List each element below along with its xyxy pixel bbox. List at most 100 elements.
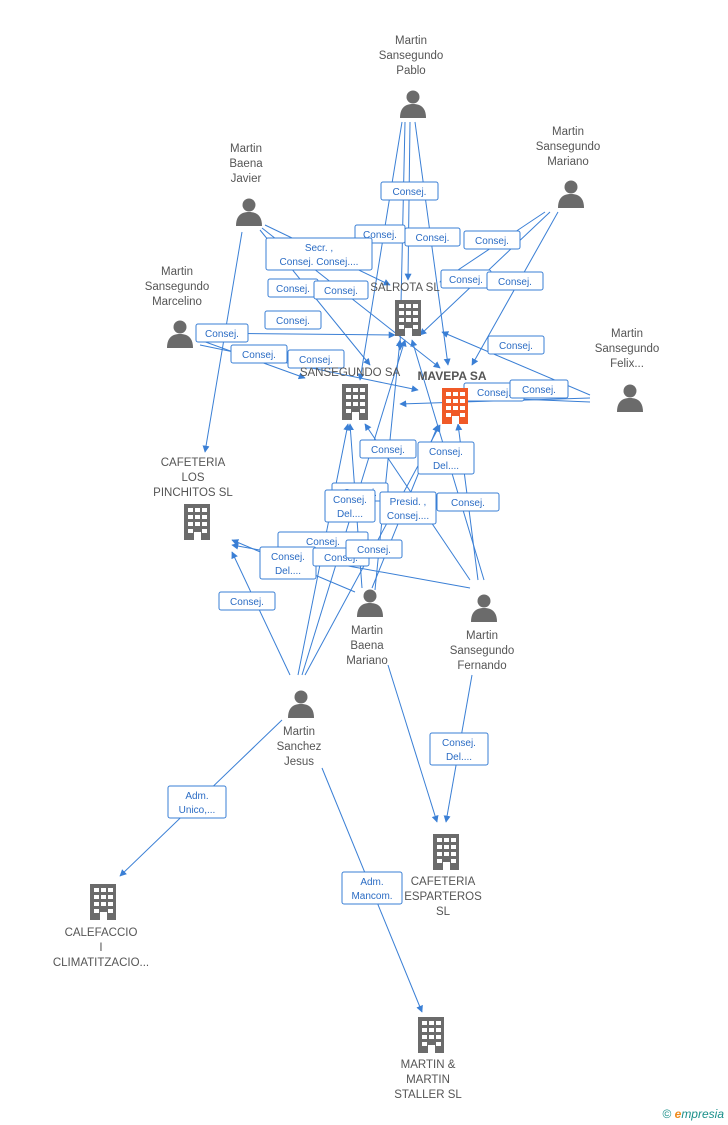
role-label[interactable]: Consej. (380, 181, 439, 201)
edge (231, 551, 291, 676)
role-label[interactable]: Consej. (195, 323, 249, 343)
role-label-box (230, 344, 288, 364)
role-label[interactable]: Consej. Del.... (324, 489, 376, 523)
role-label-text: Consej. (242, 350, 276, 361)
role-label-box (218, 591, 276, 611)
role-label-box (463, 230, 521, 250)
role-label-text: Consej. (451, 498, 485, 509)
role-label[interactable]: Consej. (359, 439, 417, 459)
role-label[interactable]: Consej. (440, 269, 492, 289)
role-label-text: Consej. (205, 329, 239, 340)
role-label-box (264, 310, 322, 330)
role-label-text: Mancom. (351, 891, 392, 902)
role-label[interactable]: Consej. (486, 271, 544, 291)
role-label-box (195, 323, 249, 343)
role-label[interactable]: Adm.Unico,... (167, 785, 227, 819)
edge (387, 664, 439, 823)
role-label-box (359, 439, 417, 459)
role-label-text: Consej. (429, 447, 463, 458)
role-label[interactable]: Consej. (463, 230, 521, 250)
role-label[interactable]: Consej. (287, 349, 345, 369)
role-label-text: Consej. (333, 495, 367, 506)
role-label-box (167, 785, 227, 819)
role-label-box (436, 492, 500, 512)
role-label-box (341, 871, 403, 905)
role-label-box (486, 271, 544, 291)
role-label-text: Del.... (433, 461, 459, 472)
node-mavepa[interactable]: MAVEPA SA (417, 369, 487, 424)
role-label[interactable]: Adm. Mancom. (341, 871, 403, 905)
role-label-text: Consej. (271, 552, 305, 563)
edge (357, 121, 403, 381)
edge (404, 121, 412, 281)
role-label-box (509, 379, 569, 399)
role-label-text: Consej. (416, 233, 450, 244)
role-label[interactable]: Consej.Del.... (259, 546, 317, 580)
role-label-text: Consej. (477, 388, 511, 399)
role-label[interactable]: Consej. (404, 227, 461, 247)
role-label[interactable]: Consej. (487, 335, 545, 355)
role-label-text: Consej. (363, 230, 397, 241)
role-label-text: Consej. (324, 286, 358, 297)
role-label-text: Del.... (337, 509, 363, 520)
role-label[interactable]: Presid. ,Consej.... (379, 491, 437, 525)
copyright-symbol: © (662, 1107, 672, 1121)
role-label-box (324, 489, 376, 523)
node-salrota[interactable]: SALROTA SL (370, 282, 440, 336)
role-label-text: Consej. (276, 316, 310, 327)
role-label[interactable]: Consej. (345, 539, 403, 559)
role-label-text: Consej.... (387, 511, 429, 522)
role-label[interactable]: Secr. , Consej. Consej.... (265, 237, 373, 271)
role-label[interactable]: Consej. (264, 310, 322, 330)
role-label-text: Adm. (360, 877, 383, 888)
role-label[interactable]: Consej. (436, 492, 500, 512)
role-label-text: Consej. (357, 545, 391, 556)
role-label-box (429, 732, 489, 766)
role-label[interactable]: Consej. (230, 344, 288, 364)
role-label-box (404, 227, 461, 247)
role-label[interactable]: Consej. Del.... (417, 441, 475, 475)
svg-text:SALROTA SL: SALROTA SL (370, 282, 440, 294)
svg-text:MAVEPA SA: MAVEPA SA (417, 369, 486, 383)
role-label-text: Consej. (499, 341, 533, 352)
role-label-box (487, 335, 545, 355)
role-label-text: Consej. Consej.... (280, 257, 359, 268)
role-label-text: Secr. , (305, 243, 333, 254)
role-label-text: Consej. (498, 277, 532, 288)
role-label-text: Adm. (185, 791, 208, 802)
role-label[interactable]: Consej.Del.... (429, 732, 489, 766)
role-label-box (313, 280, 369, 300)
role-label[interactable]: Consej. (267, 278, 319, 298)
role-label-text: Consej. (522, 385, 556, 396)
brand-logo[interactable]: empresia (674, 1107, 724, 1121)
role-label[interactable]: Consej. (509, 379, 569, 399)
node-sansegundo-sa[interactable]: SANSEGUNDO SA (300, 367, 401, 420)
role-label-text: Consej. (475, 236, 509, 247)
role-label[interactable]: Consej. (218, 591, 276, 611)
role-label-box (380, 181, 439, 201)
role-label[interactable]: Consej. (313, 280, 369, 300)
